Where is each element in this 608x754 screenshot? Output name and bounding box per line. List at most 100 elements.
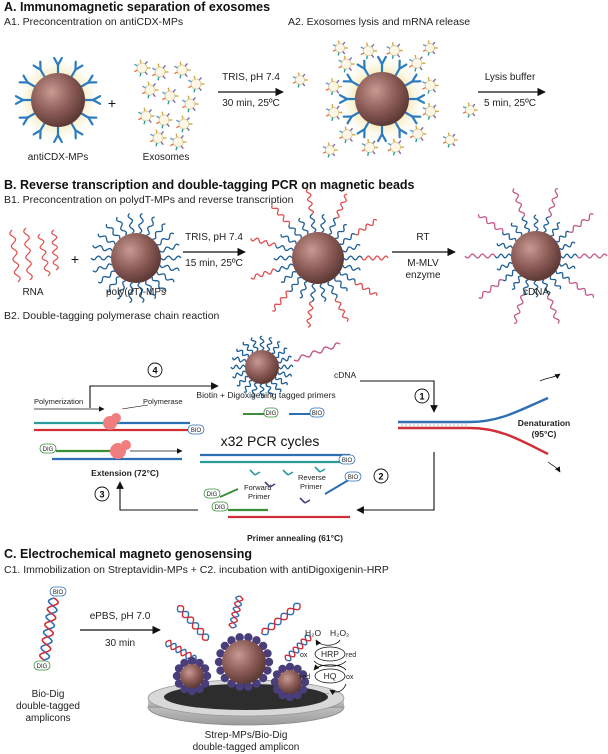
polyt-strand: [137, 282, 145, 303]
antibody-arm: [346, 73, 353, 83]
antibody-arm: [32, 129, 42, 136]
anneal-dig-tag-2: DIG: [215, 505, 226, 511]
captured-strand: [334, 297, 349, 322]
attached-exosomes: [292, 40, 478, 158]
annealing-label: Primer annealing (61°C): [247, 533, 343, 543]
captured-strand: [513, 294, 524, 325]
pcr-cdna-label: cDNA: [334, 370, 357, 380]
antibody-arm: [53, 133, 60, 144]
polyt-strand: [159, 264, 180, 271]
antibody-arm: [32, 64, 42, 71]
strep-bead: [172, 656, 212, 696]
arrow-a1-bottom: 30 min, 25ºC: [222, 98, 280, 109]
antibody: [70, 122, 77, 132]
rna-strand: [37, 233, 51, 277]
forward-primer-1: Forward: [244, 483, 272, 492]
polyt-strand: [277, 371, 293, 378]
exosome: [422, 40, 438, 56]
hq-label: HQ: [324, 671, 337, 681]
antibody: [363, 121, 370, 131]
hq-red: red: [300, 674, 310, 681]
captured-strand: [271, 204, 291, 225]
rna-strand: [51, 229, 59, 271]
sensor-strand-b: [228, 595, 244, 629]
exosome: [360, 42, 377, 60]
antibody-ring: [14, 56, 102, 144]
polyt-strand: [270, 380, 282, 393]
rna-strand: [23, 227, 33, 281]
amplicon-strand-b: [38, 597, 60, 661]
polyt-strand: [288, 224, 302, 239]
exosome: [322, 142, 338, 158]
polyt-strand: [496, 242, 513, 249]
antibody-ring-a2: [338, 55, 426, 143]
anneal-bio-tag-1: BIO: [342, 458, 353, 464]
antibody: [404, 80, 414, 87]
step-1-number: 1: [419, 392, 424, 402]
antibody-arm: [338, 94, 349, 101]
amplicon-label-3: amplicons: [25, 713, 70, 724]
polyt-strand: [265, 382, 274, 397]
section-c1-subtitle: C1. Immobilization on Streptavidin-MPs +…: [4, 564, 389, 576]
polyt-strand: [275, 347, 288, 359]
amplicon-label-2: double-tagged: [16, 701, 80, 712]
polyt-strand: [541, 279, 551, 296]
antibody: [363, 67, 370, 77]
section-a-title: A. Immunomagnetic separation of exosomes: [4, 0, 270, 14]
polyt-strand: [251, 382, 258, 398]
antibody: [404, 111, 414, 118]
polyt-strand: [342, 264, 361, 271]
reverse-primer-1: Reverse: [298, 473, 326, 482]
antibody-arm: [398, 128, 408, 135]
exosome: [339, 126, 356, 144]
amplicon-label-1: Bio-Dig: [32, 689, 65, 700]
polyt-strand: [543, 216, 550, 233]
polyt-strand: [92, 245, 113, 252]
captured-strand: [546, 294, 560, 324]
polyt-strand: [156, 271, 175, 283]
polyt-strand: [259, 335, 265, 351]
exosome: [176, 115, 193, 133]
polyt-strand: [549, 276, 562, 290]
polyt-strand: [271, 341, 281, 354]
polyt-strand: [335, 224, 347, 240]
pcr-bead-ring: [230, 335, 341, 399]
antibody-arm: [415, 94, 426, 101]
polyt-strand: [243, 380, 253, 393]
antibody-arm: [411, 73, 418, 83]
antibody: [80, 112, 90, 119]
exosome: [150, 129, 167, 147]
polyt-strand: [156, 232, 175, 246]
exosome: [152, 63, 169, 81]
extension-label: Extension (72°C): [91, 468, 159, 478]
product-label-1: Strep-MPs/Bio-Dig: [205, 730, 288, 741]
cdna-ring: [464, 187, 608, 325]
antibody-arm: [56, 133, 63, 144]
polyt-strand: [278, 364, 294, 370]
hrp-redox-cycle: H₂O H₂O₂ HRP ox red HQ red ox e⁻: [300, 628, 356, 699]
hrp-red: red: [346, 652, 356, 659]
antibody-arm: [377, 132, 384, 143]
anticdx-bead-a1: [14, 56, 102, 144]
hrp-ox: ox: [300, 652, 308, 659]
antibody-arm: [356, 128, 366, 135]
antibody-arm: [14, 98, 25, 105]
polyt-strand: [128, 282, 134, 304]
arrow-b1-bottom: 15 min, 25ºC: [185, 258, 243, 269]
exosome: [156, 111, 173, 129]
polyt-strand: [339, 233, 356, 246]
exosomes-cluster: [134, 59, 205, 151]
antibody-arm: [398, 63, 408, 70]
annealing-duplex: BIO BIO Forward Primer Reverse Primer DI…: [200, 453, 362, 543]
exosome: [325, 104, 343, 121]
rt-label: RT: [416, 232, 429, 243]
h2o2-label: H₂O₂: [330, 628, 349, 638]
polydt-label: poly(dT)-MPs: [106, 287, 166, 298]
polyt-strand: [494, 253, 512, 259]
polyt-ring-rna: [250, 188, 389, 328]
antibody-arm: [380, 132, 387, 143]
plus-sign-a: +: [108, 95, 116, 111]
hrp-label: HRP: [321, 649, 339, 659]
antibody-arm: [22, 116, 29, 126]
